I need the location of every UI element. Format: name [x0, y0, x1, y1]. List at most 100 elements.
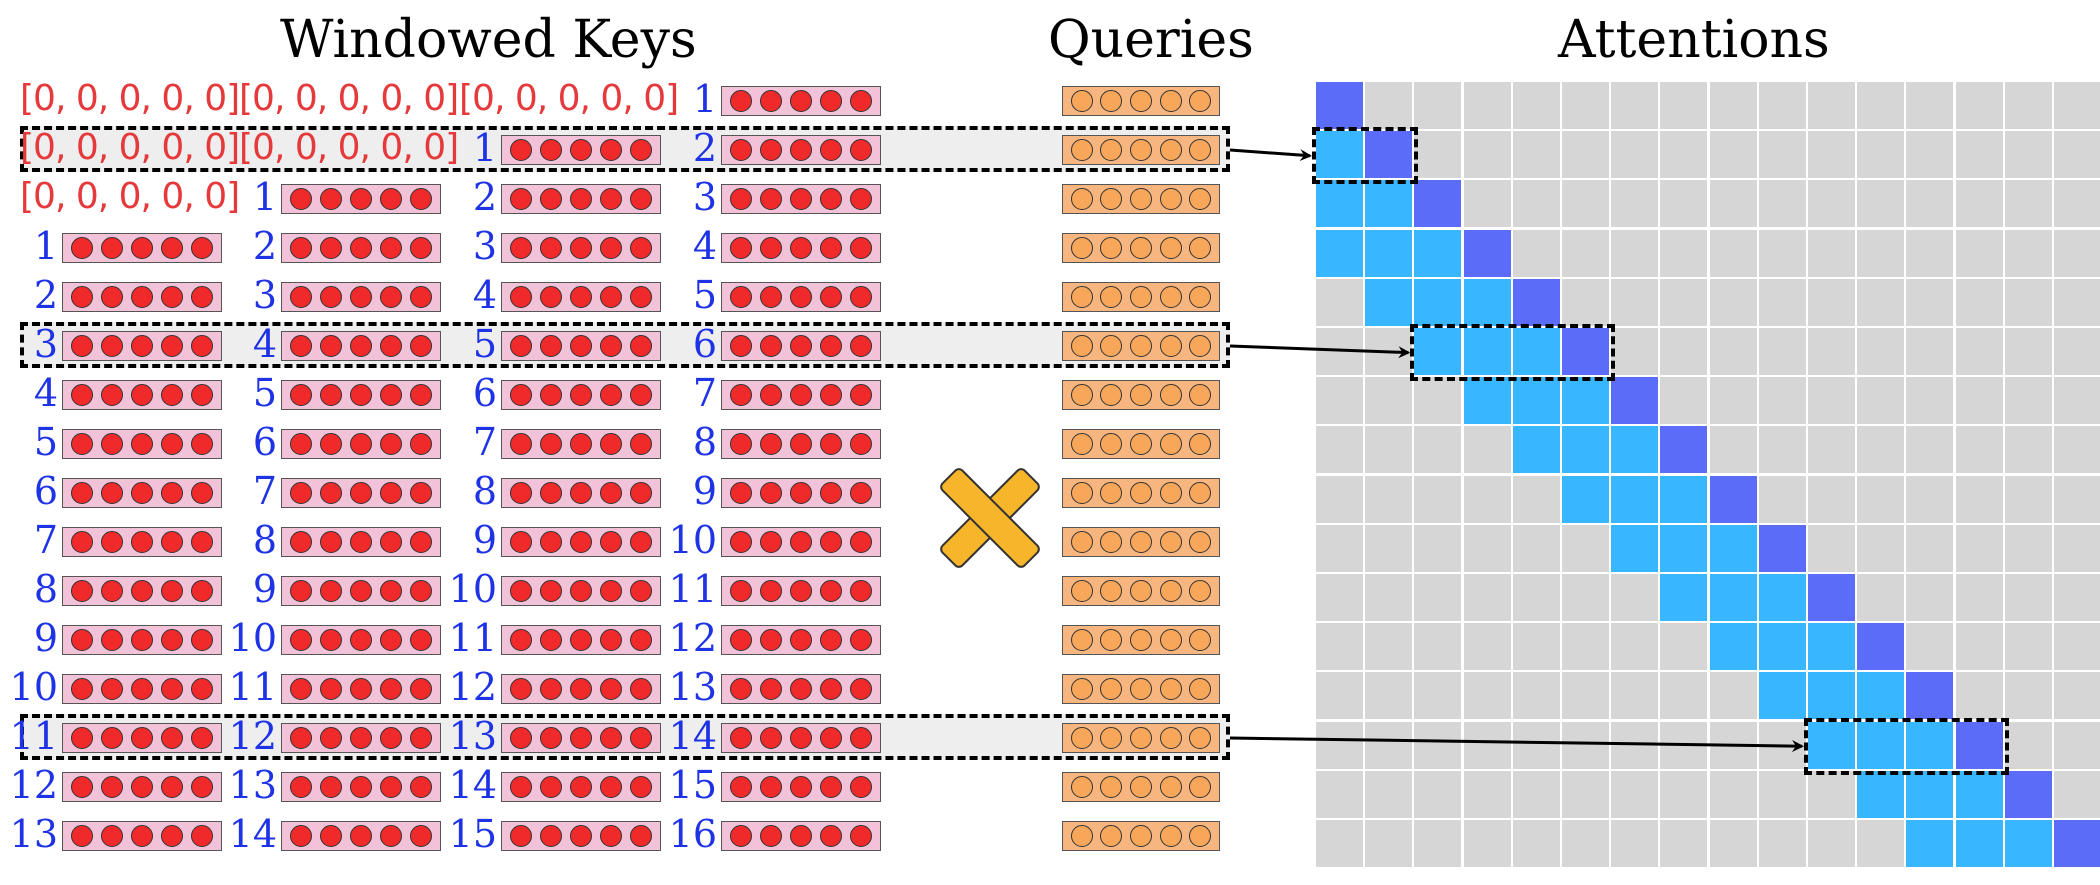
attention-cell-diagonal	[1414, 180, 1462, 228]
attention-cell-masked	[1562, 770, 1609, 818]
key-element	[71, 237, 93, 259]
attention-cell-window	[1562, 475, 1609, 523]
key-element	[350, 286, 372, 308]
attention-cell-masked	[1808, 524, 1855, 572]
query-vector	[1062, 184, 1220, 214]
key-element	[820, 237, 842, 259]
key-element	[161, 237, 183, 259]
key-element	[161, 286, 183, 308]
key-index-label: 11	[228, 665, 277, 709]
attention-cell-window	[1808, 672, 1855, 720]
key-index-label: 8	[692, 420, 717, 464]
key-index-label: 7	[252, 469, 277, 513]
key-element	[161, 678, 183, 700]
key-element	[540, 678, 562, 700]
attention-cell-masked	[1808, 426, 1855, 474]
key-element	[630, 776, 652, 798]
key-vector	[62, 429, 222, 459]
attention-cell-window	[1857, 770, 1905, 818]
attention-cell-window	[1709, 623, 1757, 671]
attention-cell-masked	[1955, 524, 2003, 572]
key-element	[760, 188, 782, 210]
query-element	[1100, 825, 1123, 847]
key-vector	[281, 478, 441, 508]
attention-cell-masked	[1316, 524, 1363, 572]
key-element	[380, 335, 402, 357]
key-element	[131, 727, 153, 749]
key-element	[540, 433, 562, 455]
key-element	[820, 678, 842, 700]
key-element	[760, 139, 782, 161]
key-vector	[281, 527, 441, 557]
key-index-label: 1	[692, 77, 717, 121]
key-vector	[62, 723, 222, 753]
key-element	[760, 237, 782, 259]
key-index-label: 9	[472, 518, 497, 562]
key-element	[380, 433, 402, 455]
attention-cell-masked	[1562, 131, 1609, 179]
attention-cell-masked	[1365, 721, 1413, 769]
key-element	[410, 335, 432, 357]
key-index-label: 16	[668, 812, 717, 856]
attention-cell-masked	[2054, 770, 2100, 818]
query-vector	[1062, 772, 1220, 802]
attention-cell-masked	[1463, 574, 1511, 621]
query-element	[1070, 678, 1093, 700]
key-element	[600, 335, 622, 357]
key-element	[71, 825, 93, 847]
attention-cell-window	[1414, 328, 1462, 375]
attention-cell-masked	[1316, 426, 1363, 474]
attention-cell-window	[1660, 574, 1708, 621]
key-element	[570, 286, 592, 308]
key-element	[161, 825, 183, 847]
attention-cell-masked	[1365, 770, 1413, 818]
key-element	[510, 384, 532, 406]
key-vector	[62, 772, 222, 802]
key-element	[71, 629, 93, 651]
key-element	[760, 335, 782, 357]
attention-cell-masked	[1316, 328, 1363, 375]
query-element	[1070, 727, 1093, 749]
attention-cell-masked	[2004, 131, 2052, 179]
key-element	[191, 629, 213, 651]
key-element	[350, 678, 372, 700]
attention-cell-masked	[2004, 229, 2052, 277]
key-element	[510, 482, 532, 504]
key-element	[570, 188, 592, 210]
key-element	[630, 727, 652, 749]
attention-cell-masked	[1611, 574, 1659, 621]
query-vector	[1062, 625, 1220, 655]
attention-cell-masked	[1758, 278, 1806, 326]
key-element	[820, 482, 842, 504]
key-element	[510, 139, 532, 161]
key-element	[131, 384, 153, 406]
query-element	[1100, 678, 1123, 700]
query-vector	[1062, 233, 1220, 263]
key-index-label: 5	[33, 420, 58, 464]
key-element	[161, 335, 183, 357]
attention-cell-masked	[1660, 623, 1708, 671]
key-vector	[721, 331, 881, 361]
key-index-label: 2	[692, 126, 717, 170]
attention-cell-masked	[1414, 770, 1462, 818]
key-element	[410, 580, 432, 602]
attention-cell-masked	[2054, 278, 2100, 326]
key-element	[510, 188, 532, 210]
query-element	[1159, 629, 1182, 651]
key-element	[600, 482, 622, 504]
attention-cell-window	[1414, 229, 1462, 277]
attention-cell-masked	[1709, 820, 1757, 867]
key-index-label: 2	[252, 224, 277, 268]
query-element	[1189, 482, 1212, 504]
attention-cell-window	[1955, 770, 2003, 818]
key-element	[410, 237, 432, 259]
key-element	[570, 237, 592, 259]
attention-cell-window	[1906, 770, 1954, 818]
attention-cell-masked	[1611, 623, 1659, 671]
zero-pad-key: [0, 0, 0, 0, 0]	[239, 127, 459, 168]
key-element	[760, 482, 782, 504]
key-vector	[62, 282, 222, 312]
query-vector	[1062, 821, 1220, 851]
key-element	[510, 335, 532, 357]
query-element	[1159, 580, 1182, 602]
